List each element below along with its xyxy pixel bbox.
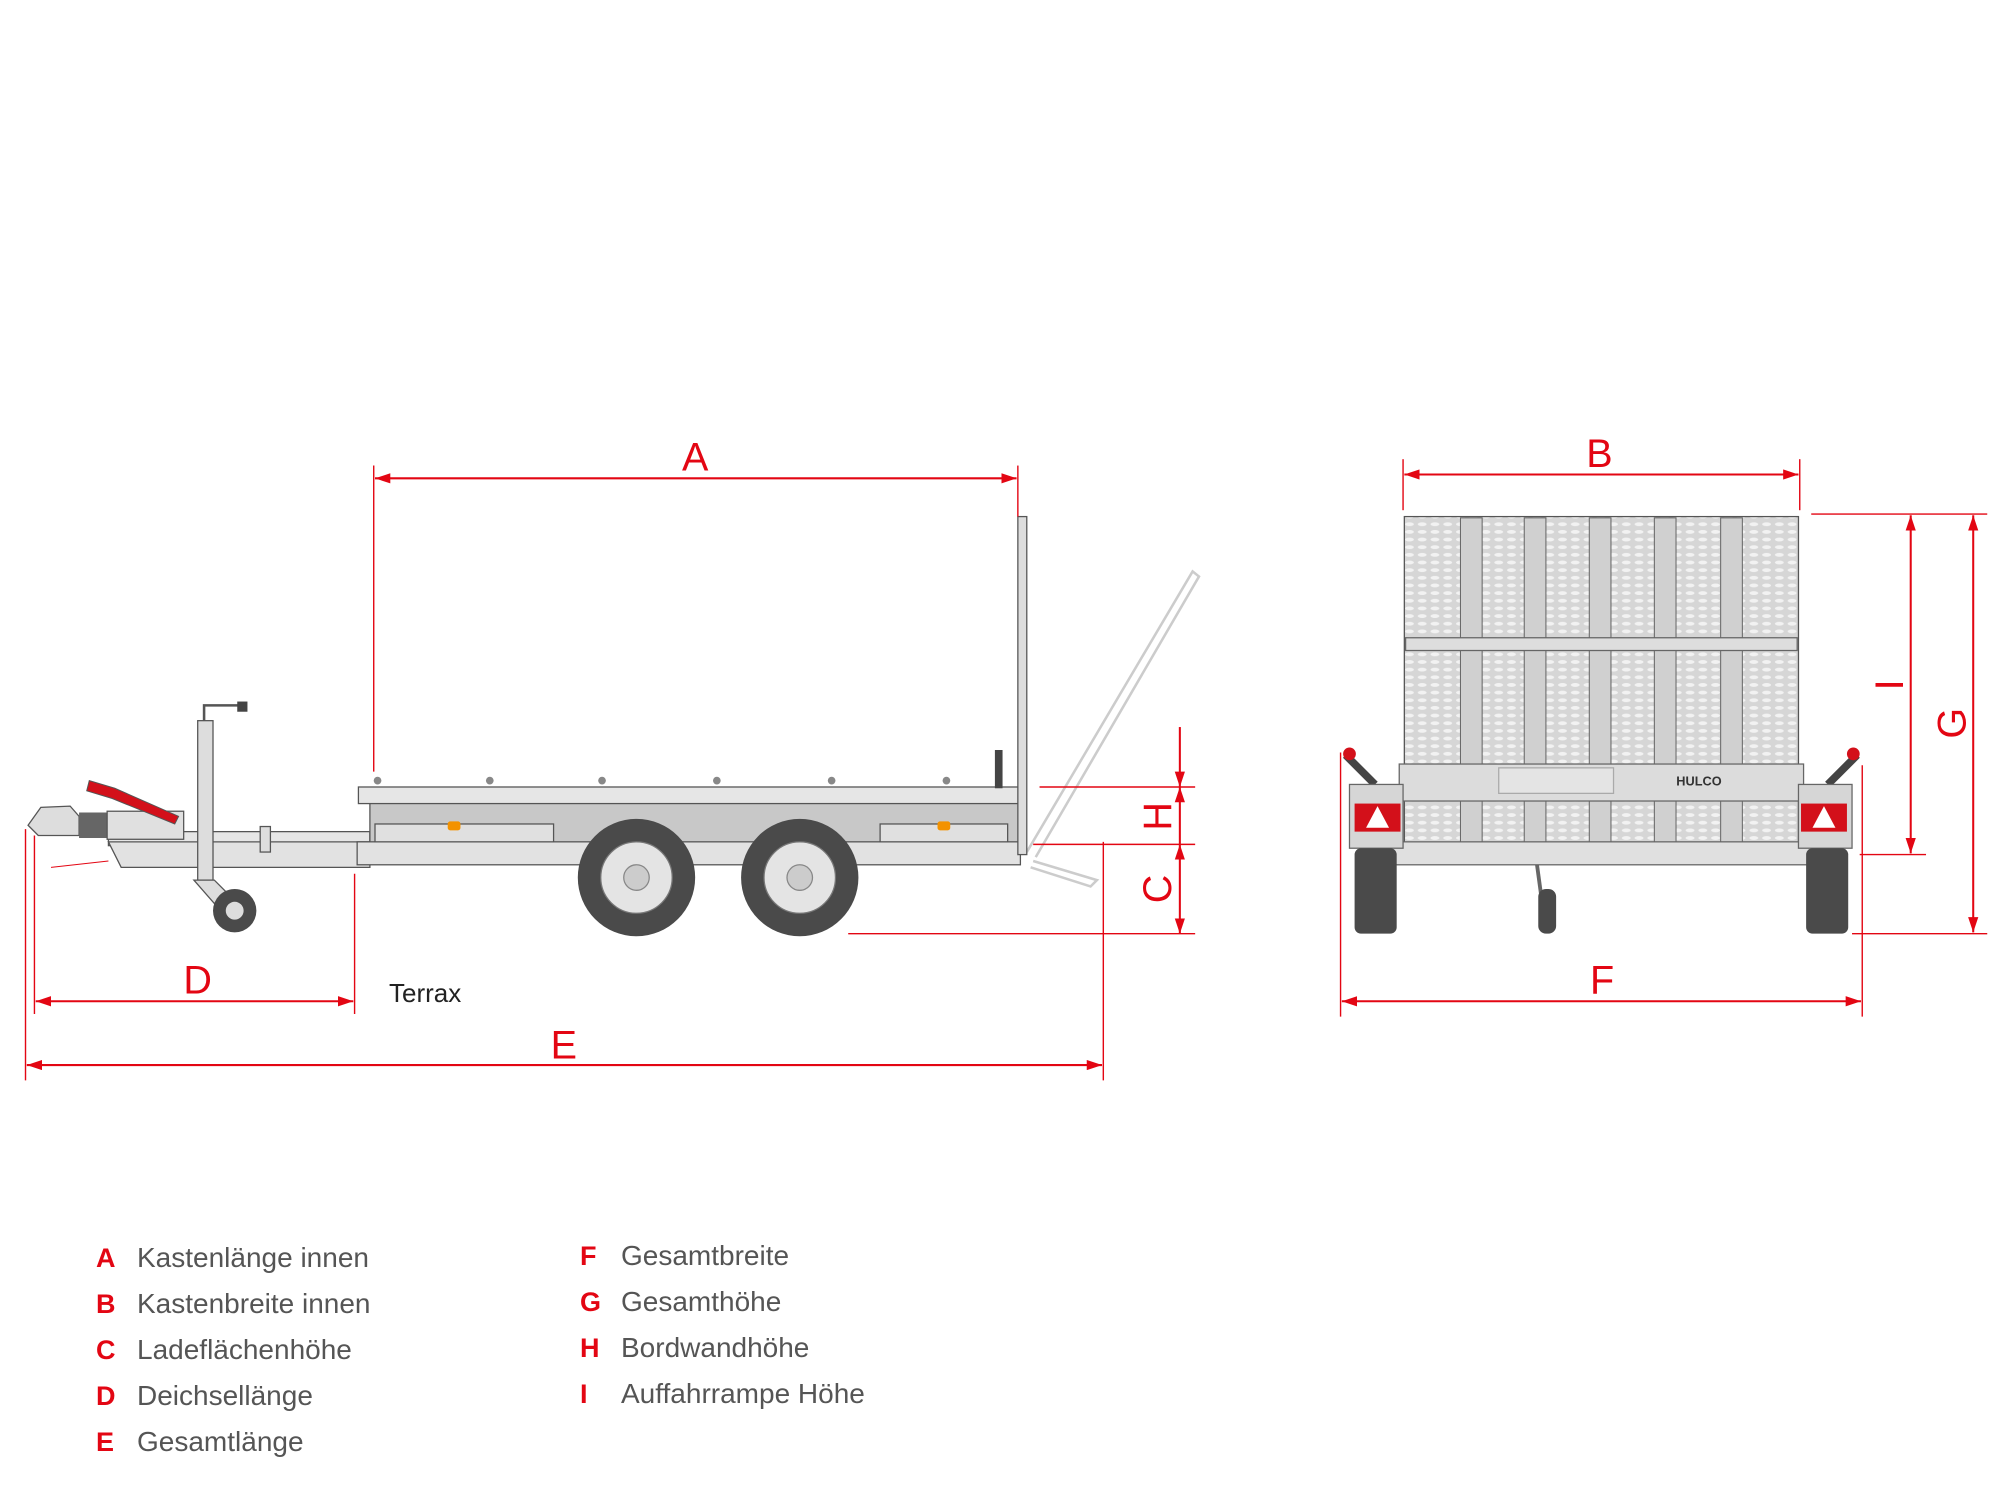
legend-key: I bbox=[580, 1379, 588, 1409]
coupling-head bbox=[27, 779, 185, 868]
legend-label: Auffahrrampe Höhe bbox=[621, 1378, 865, 1409]
dimension-label-B: B bbox=[1586, 432, 1612, 476]
dimension-label-H: H bbox=[1136, 802, 1180, 831]
dimension-A: A bbox=[373, 436, 1019, 772]
drawbar-frame bbox=[107, 841, 371, 868]
wheel-front bbox=[577, 818, 696, 937]
rear-view: HULCO bbox=[1342, 515, 1860, 934]
legend-key: F bbox=[580, 1241, 597, 1271]
wheel-rear bbox=[741, 818, 859, 937]
dimension-E: E bbox=[24, 829, 1105, 1081]
dimension-H-C: H C bbox=[848, 727, 1196, 935]
dimension-label-C: C bbox=[1136, 875, 1180, 904]
legend-key: G bbox=[580, 1287, 602, 1317]
dimension-F: F bbox=[1339, 752, 1863, 1017]
dimension-label-F: F bbox=[1590, 959, 1614, 1003]
legend-key: A bbox=[96, 1243, 116, 1273]
dimension-label-D: D bbox=[183, 959, 212, 1003]
legend-key: H bbox=[580, 1333, 600, 1363]
side-marker-light bbox=[447, 821, 461, 831]
legend-label: Bordwandhöhe bbox=[621, 1332, 810, 1363]
side-marker-light bbox=[937, 821, 951, 831]
dimension-label-G: G bbox=[1931, 708, 1975, 739]
left-mudflap bbox=[1354, 848, 1397, 934]
ramp-crossbar bbox=[1404, 637, 1798, 652]
ramp-open-ghost bbox=[1025, 569, 1201, 888]
legend-key: B bbox=[96, 1289, 116, 1319]
legend-key: C bbox=[96, 1335, 116, 1365]
rear-jockey-wheel bbox=[1535, 864, 1557, 934]
support-post bbox=[259, 825, 272, 853]
dimension-D: D bbox=[33, 835, 356, 1015]
legend-key: E bbox=[96, 1427, 115, 1457]
legend-label: Kastenlänge innen bbox=[137, 1242, 369, 1273]
right-mudflap bbox=[1806, 848, 1849, 934]
legend-label: Ladeflächenhöhe bbox=[137, 1334, 352, 1365]
model-name: Terrax bbox=[389, 978, 462, 1008]
legend-label: Gesamtbreite bbox=[621, 1240, 790, 1271]
brand-logo: HULCO bbox=[1676, 774, 1721, 789]
rear-ramp bbox=[1017, 515, 1028, 856]
legend-key: D bbox=[96, 1381, 116, 1411]
rear-axle-frame bbox=[1380, 841, 1825, 866]
dimension-label-I: I bbox=[1868, 679, 1912, 690]
dimension-label-A: A bbox=[682, 436, 709, 480]
legend-label: Gesamthöhe bbox=[621, 1286, 782, 1317]
legend-label: Kastenbreite innen bbox=[137, 1288, 371, 1319]
dimension-B: B bbox=[1402, 432, 1801, 511]
jockey-wheel bbox=[192, 701, 257, 933]
left-tail-light bbox=[1342, 747, 1404, 849]
ramp-handle bbox=[994, 750, 1003, 789]
legend-label: Gesamtlänge bbox=[137, 1426, 304, 1457]
dimension-I-G: I G bbox=[1811, 513, 1988, 935]
right-tail-light bbox=[1797, 747, 1860, 849]
deck-rail bbox=[357, 786, 1023, 805]
legend-label: Deichsellänge bbox=[137, 1380, 313, 1411]
dimension-label-E: E bbox=[551, 1024, 577, 1068]
side-view bbox=[27, 515, 1201, 937]
